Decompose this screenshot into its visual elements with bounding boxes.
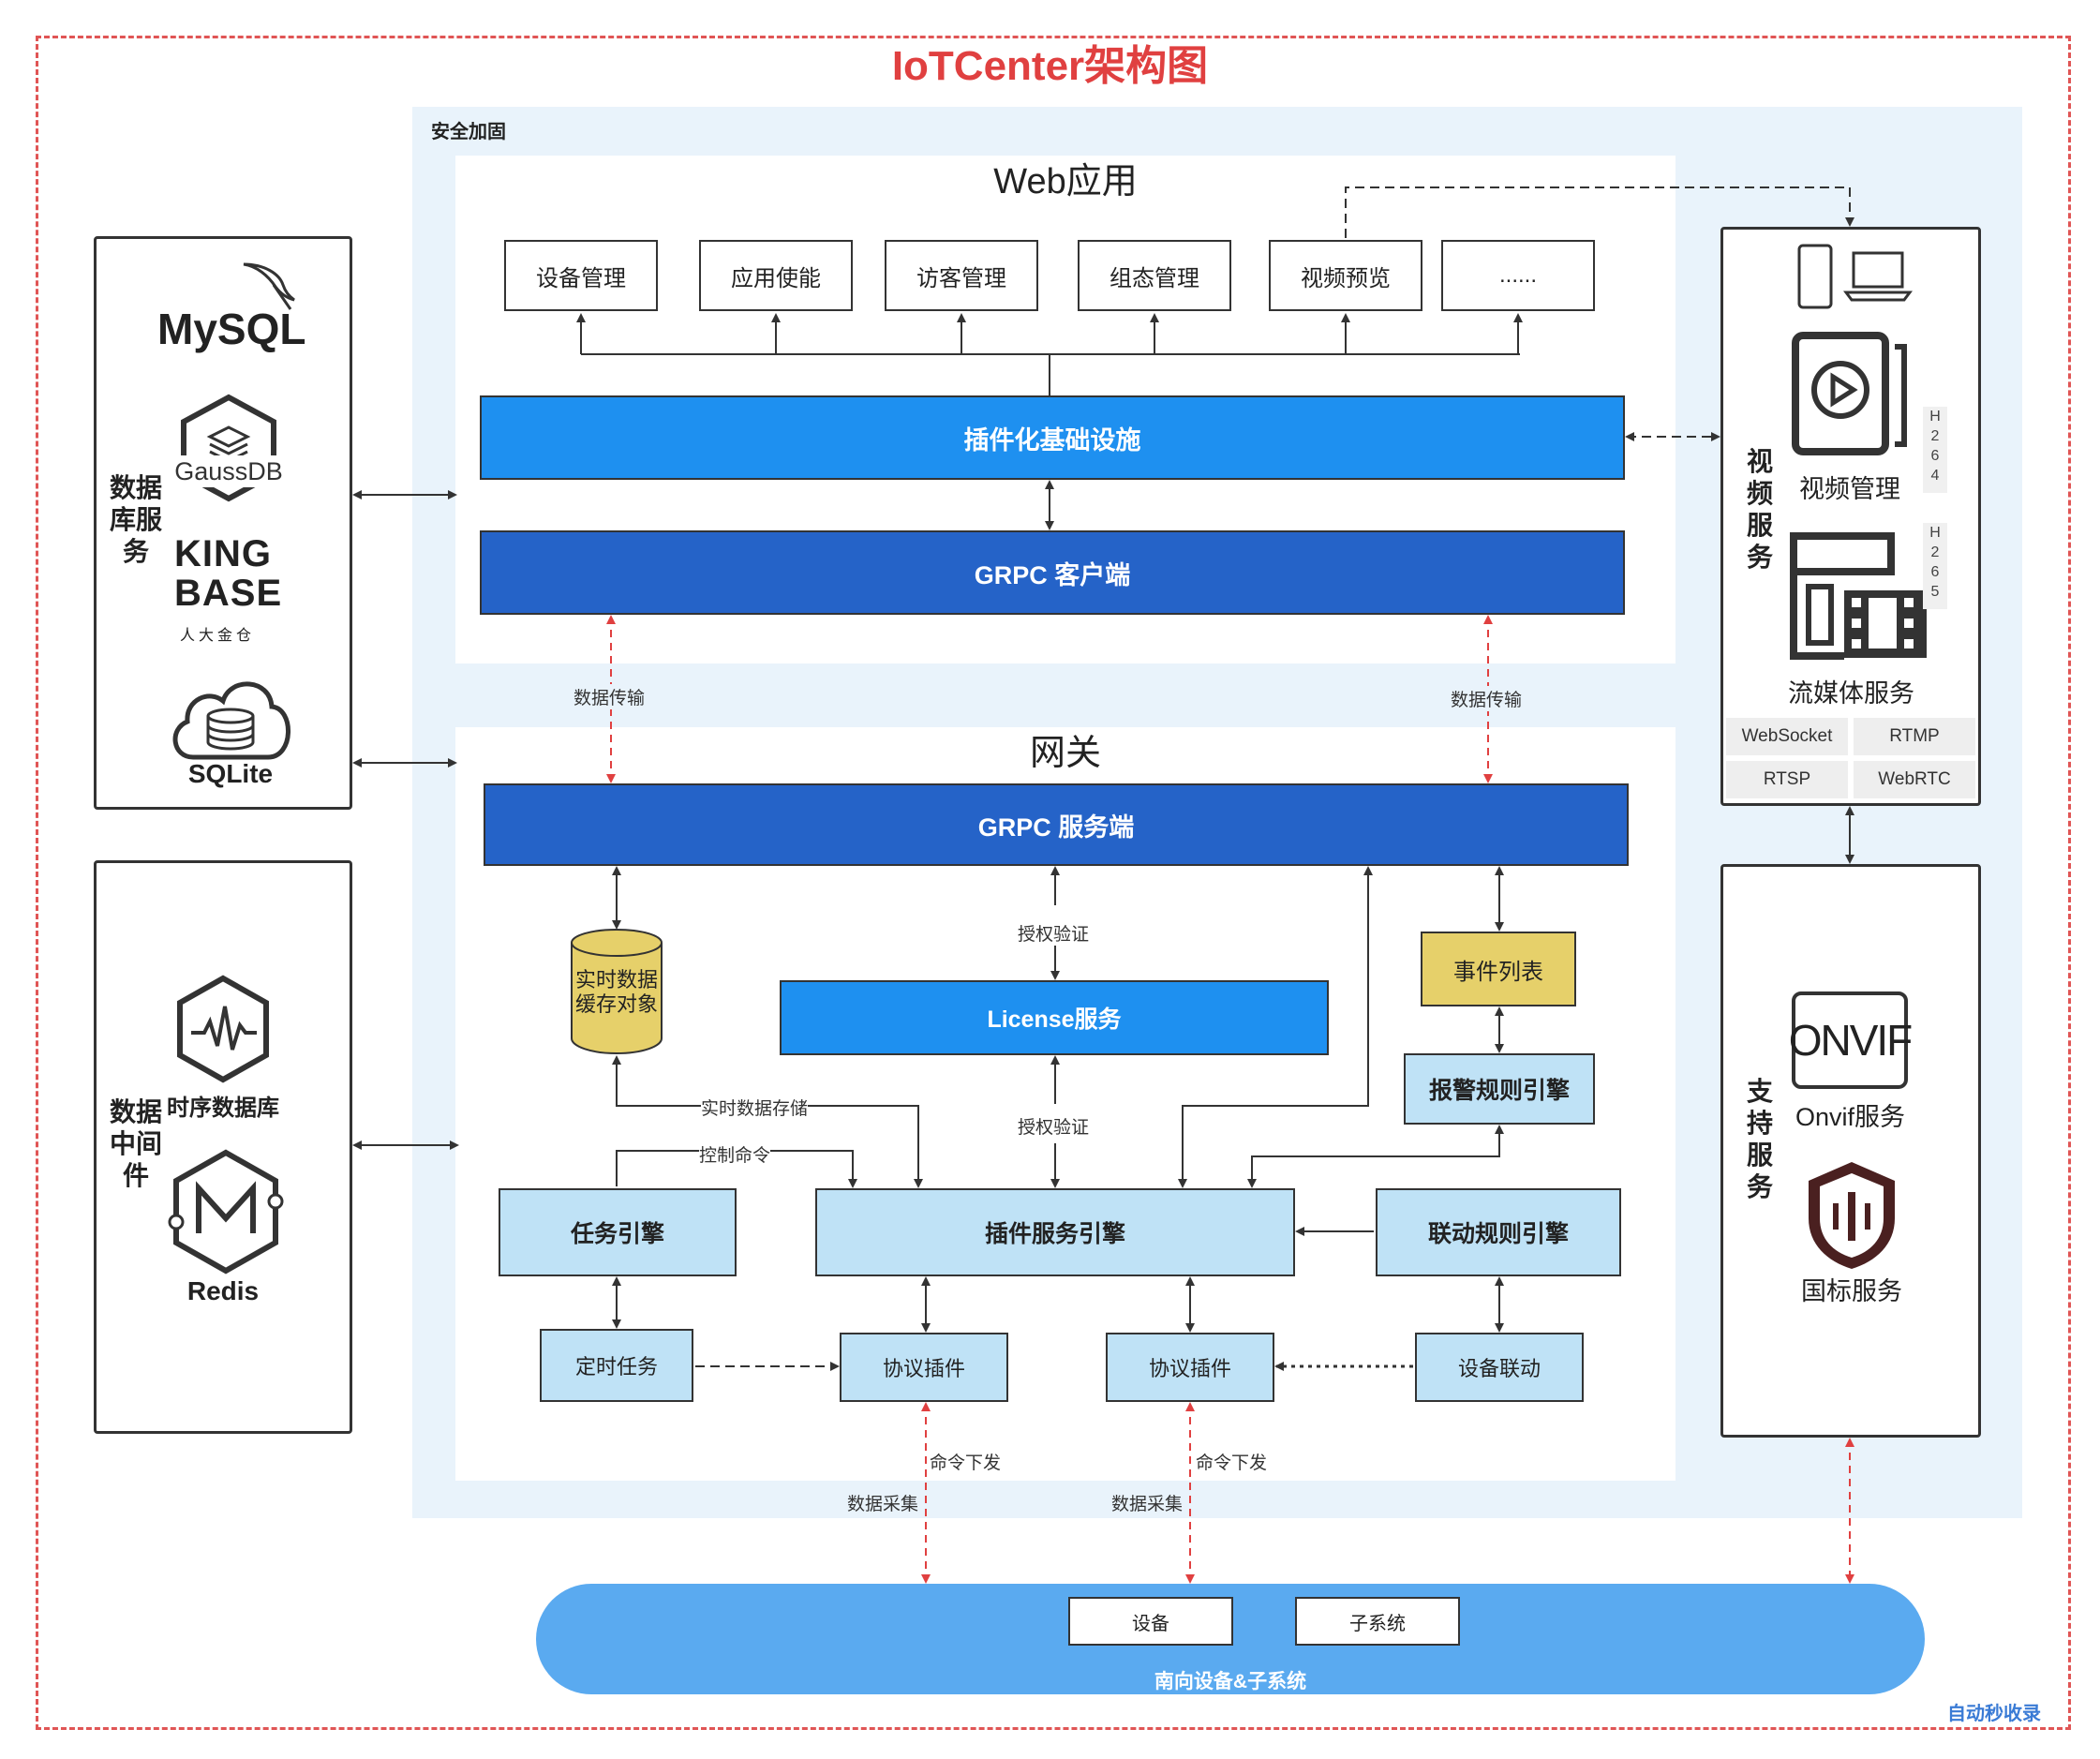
support-service-panel — [1720, 864, 1981, 1438]
protocol-webrtc: WebRTC — [1854, 761, 1975, 798]
module-video-preview[interactable]: 视频预览 — [1269, 240, 1422, 311]
timed-task[interactable]: 定时任务 — [540, 1329, 693, 1402]
cache-label: 实时数据缓存对象 — [574, 968, 658, 1016]
codec-h265-char: 6 — [1930, 564, 1940, 580]
protocol-rtsp: RTSP — [1726, 761, 1848, 798]
plugin-service-engine[interactable]: 插件服务引擎 — [815, 1188, 1295, 1276]
protocol-plugin-1[interactable]: 协议插件 — [840, 1333, 1008, 1402]
onvif-label: Onvif服务 — [1795, 1103, 1906, 1131]
kingbase-subtitle: 人大金仓 — [180, 628, 256, 644]
codec-h264-char: 4 — [1930, 468, 1940, 484]
db-service-panel — [94, 236, 352, 810]
label-data-collect-1: 数据采集 — [847, 1495, 919, 1514]
grpc-server-bar[interactable]: GRPC 服务端 — [484, 783, 1629, 866]
label-auth-bottom: 授权验证 — [1018, 1113, 1090, 1139]
label-data-transfer-right: 数据传输 — [1451, 686, 1523, 711]
codec-h265-char: 5 — [1930, 584, 1940, 600]
realtime-cache-cylinder[interactable]: 实时数据缓存对象 — [570, 928, 663, 1055]
south-device[interactable]: 设备 — [1068, 1597, 1233, 1646]
streaming-icon — [1788, 530, 1930, 662]
sqlite-cloud-icon — [165, 665, 296, 768]
protocol-rtmp: RTMP — [1854, 718, 1975, 755]
protocol-websocket: WebSocket — [1726, 718, 1848, 755]
linkage-rule-engine[interactable]: 联动规则引擎 — [1376, 1188, 1621, 1276]
middleware-label: 数据中间件 — [109, 1097, 162, 1190]
module-app-enable[interactable]: 应用使能 — [699, 240, 853, 311]
gateway-title: 网关 — [1029, 733, 1101, 773]
plugin-infra-bar[interactable]: 插件化基础设施 — [480, 395, 1625, 480]
kingbase-logo: KING BASE — [174, 533, 283, 614]
codec-h265: H 2 6 5 — [1923, 523, 1947, 609]
tsdb-icon — [174, 975, 272, 1083]
play-icon — [1790, 328, 1912, 459]
tsdb-label: 时序数据库 — [167, 1096, 279, 1121]
cylinder-icon — [571, 929, 663, 1054]
video-service-panel — [1720, 227, 1981, 806]
codec-h264-char: 2 — [1930, 428, 1940, 444]
task-engine[interactable]: 任务引擎 — [499, 1188, 737, 1276]
video-service-label: 视频服务 — [1746, 447, 1773, 572]
mysql-logo: MySQL — [157, 305, 306, 353]
module-visitor-mgmt[interactable]: 访客管理 — [885, 240, 1038, 311]
codec-h265-char: H — [1929, 525, 1941, 541]
onvif-logo: ONVIF — [1789, 991, 1913, 1089]
outer-frame — [36, 36, 2071, 1730]
security-label: 安全加固 — [431, 122, 506, 142]
web-app-title: Web应用 — [993, 161, 1138, 201]
codec-h264-char: H — [1929, 409, 1941, 425]
redis-icon — [165, 1149, 287, 1278]
middleware-panel — [94, 860, 352, 1434]
grpc-client-bar[interactable]: GRPC 客户端 — [480, 530, 1625, 615]
diagram-title: IoTCenter架构图 — [891, 43, 1209, 89]
device-linkage[interactable]: 设备联动 — [1415, 1333, 1584, 1402]
label-data-transfer-left: 数据传输 — [573, 684, 646, 709]
label-realtime-storage: 实时数据存储 — [701, 1095, 809, 1120]
video-mgmt-label: 视频管理 — [1799, 475, 1900, 503]
codec-h265-char: 2 — [1930, 544, 1940, 560]
label-cmd-down-1: 命令下发 — [930, 1453, 1002, 1473]
event-list[interactable]: 事件列表 — [1421, 932, 1576, 1006]
redis-label: Redis — [186, 1276, 260, 1305]
codec-h264: H 2 6 4 — [1923, 407, 1947, 493]
streaming-label: 流媒体服务 — [1788, 679, 1914, 708]
label-control-command: 控制命令 — [699, 1141, 771, 1167]
support-service-label: 支持服务 — [1746, 1077, 1773, 1201]
label-auth-top: 授权验证 — [1018, 920, 1090, 946]
label-cmd-down-2: 命令下发 — [1196, 1453, 1268, 1473]
module-more[interactable]: ...... — [1441, 240, 1595, 311]
label-data-collect-2: 数据采集 — [1111, 1495, 1184, 1514]
alarm-rule-engine[interactable]: 报警规则引擎 — [1404, 1053, 1595, 1125]
gb-label: 国标服务 — [1801, 1277, 1902, 1305]
db-service-label: 数据库服务 — [109, 473, 162, 566]
module-config-mgmt[interactable]: 组态管理 — [1078, 240, 1231, 311]
dolphin-icon — [236, 259, 302, 315]
gaussdb-logo: GaussDB — [165, 455, 292, 487]
module-device-mgmt[interactable]: 设备管理 — [504, 240, 658, 311]
gb-shield-icon — [1803, 1158, 1900, 1273]
south-subsystem[interactable]: 子系统 — [1295, 1597, 1460, 1646]
south-label: 南向设备&子系统 — [1154, 1671, 1307, 1692]
watermark: 自动秒收录 — [1947, 1704, 2041, 1724]
protocol-plugin-2[interactable]: 协议插件 — [1106, 1333, 1274, 1402]
codec-h264-char: 6 — [1930, 448, 1940, 464]
sqlite-logo: SQLite — [187, 759, 274, 788]
devices-icon — [1786, 242, 1917, 313]
